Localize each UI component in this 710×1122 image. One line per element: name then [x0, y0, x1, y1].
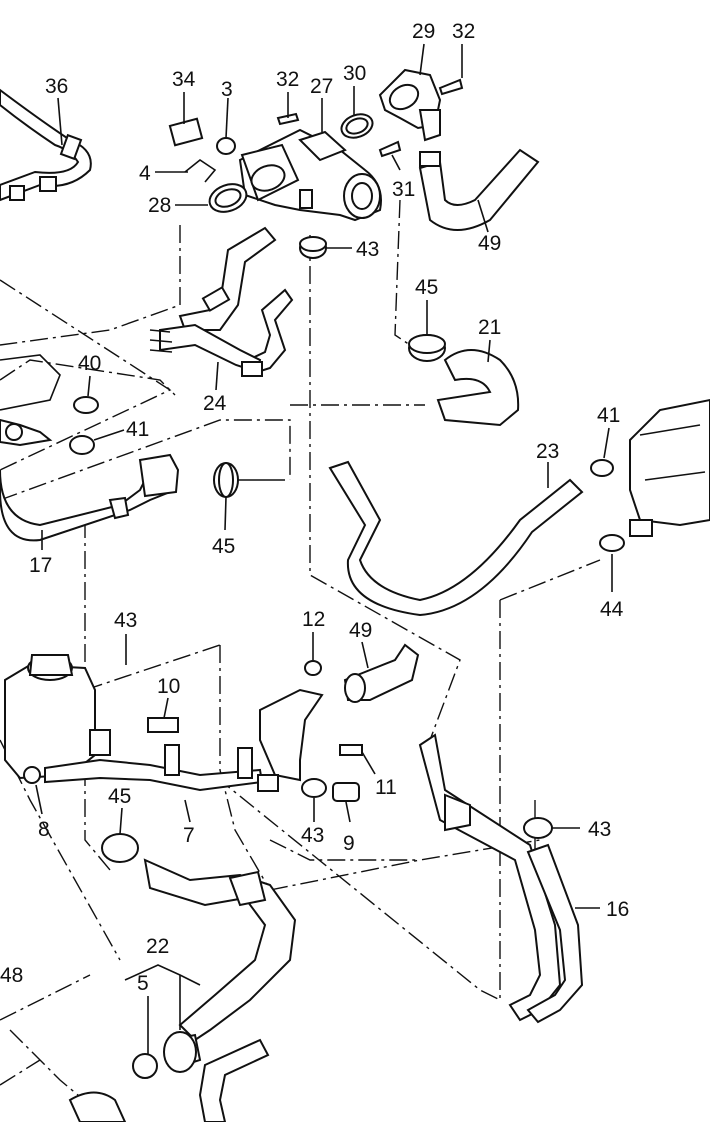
callout-32-top-left: 32: [276, 68, 299, 91]
callout-44: 44: [600, 598, 624, 621]
callout-34: 34: [172, 68, 196, 91]
hose-16: [418, 733, 584, 1024]
fitting-center: [147, 643, 420, 802]
callout-31: 31: [392, 178, 415, 201]
callout-45-upper: 45: [415, 276, 438, 299]
engine-block-left: [0, 354, 99, 455]
callout-10: 10: [157, 675, 180, 698]
callout-22: 22: [146, 935, 169, 958]
callout-41-right: 41: [597, 404, 620, 427]
callout-4: 4: [139, 162, 151, 185]
clip-43-upper: [299, 236, 327, 259]
callout-29: 29: [412, 20, 435, 43]
callout-45-middle: 45: [212, 535, 235, 558]
callout-43-lower: 43: [301, 824, 324, 847]
thermostat-housing: [168, 68, 464, 222]
callout-labels: 36 34 3 32 27 30 29 32 4 28 31 49 43 45 …: [0, 20, 629, 995]
hose-49-top: [418, 148, 540, 231]
callout-48: 48: [0, 964, 23, 987]
callout-30: 30: [343, 62, 366, 85]
callout-7: 7: [183, 824, 195, 847]
group-boundary-lines: [0, 199, 601, 1122]
hose-21-group: [408, 334, 520, 427]
hose-17: [0, 453, 239, 542]
callout-24: 24: [203, 392, 227, 415]
callout-32-top-right: 32: [452, 20, 475, 43]
callout-27: 27: [310, 75, 333, 98]
callout-45-lower: 45: [108, 785, 131, 808]
callout-23: 23: [536, 440, 559, 463]
callout-11: 11: [375, 776, 397, 799]
leader-lines: [35, 43, 613, 1055]
hose-22: [68, 833, 297, 1122]
callout-49-middle: 49: [349, 619, 372, 642]
callout-9: 9: [343, 832, 355, 855]
callout-40: 40: [78, 352, 101, 375]
callout-17: 17: [29, 554, 52, 577]
coolant-reservoir: [4, 654, 264, 792]
callout-21: 21: [478, 316, 501, 339]
callout-36: 36: [45, 75, 68, 98]
hose-24-group: [149, 226, 294, 377]
hose-23: [328, 460, 584, 617]
callout-49-top: 49: [478, 232, 501, 255]
callout-12: 12: [302, 608, 325, 631]
callout-28: 28: [148, 194, 171, 217]
callout-43-upper: 43: [356, 238, 379, 261]
callout-43-right: 43: [588, 818, 611, 841]
callout-43-reservoir: 43: [114, 609, 137, 632]
callout-5: 5: [137, 972, 149, 995]
callout-8: 8: [38, 818, 50, 841]
engine-block-right: [590, 398, 710, 552]
callout-3: 3: [221, 78, 233, 101]
callout-41-left: 41: [126, 418, 149, 441]
callout-16: 16: [606, 898, 629, 921]
hose-36: [0, 88, 92, 202]
